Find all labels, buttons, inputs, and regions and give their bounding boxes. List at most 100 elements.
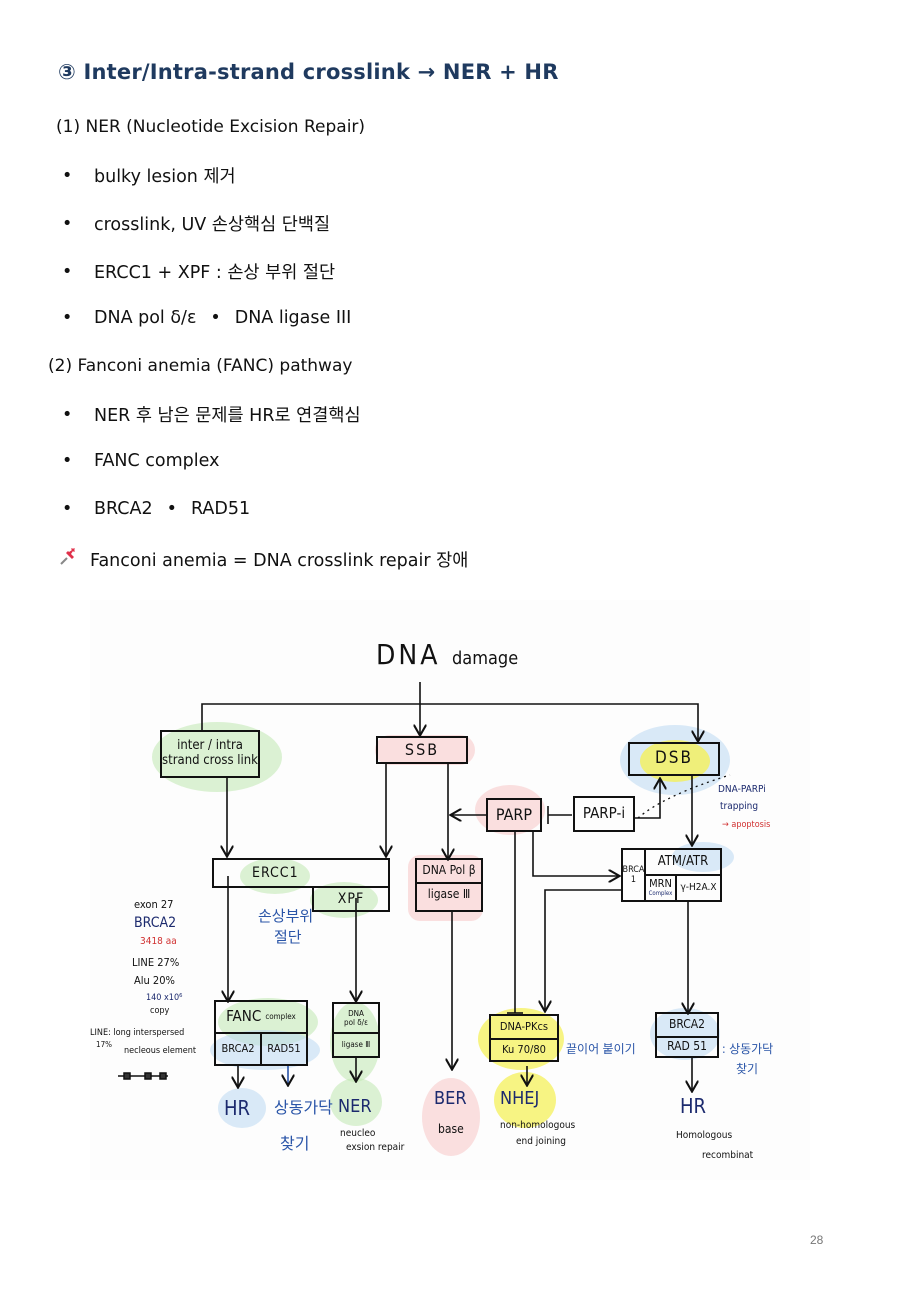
brca1-line1: BRCA xyxy=(622,864,645,875)
note-text: Fanconi anemia = DNA crosslink repair 장애 xyxy=(90,551,469,571)
list-item: • NER 후 남은 문제를 HR로 연결핵심 xyxy=(62,402,361,427)
fanc-header: FANC complex xyxy=(216,1002,306,1034)
outcome-hr-left: HR xyxy=(224,1096,251,1120)
h2ax-box: γ-H2A.X xyxy=(675,874,722,902)
bullet-icon: • xyxy=(62,165,73,186)
list-item-text: ERCC1 + XPF : 손상 부위 절단 xyxy=(94,263,336,283)
homolog-left-note-1: 상동가닥 xyxy=(274,1098,333,1117)
note: Fanconi anemia = DNA crosslink repair 장애 xyxy=(58,547,468,572)
highlight-green xyxy=(330,1002,380,1082)
homolog-left-note-2: 찾기 xyxy=(280,1134,310,1153)
diagram-connectors xyxy=(118,682,731,1180)
atm-atr-box: ATM/ATR xyxy=(644,848,722,876)
list-item: • DNA pol δ/ε • DNA ligase III xyxy=(62,308,351,328)
side-note: copy xyxy=(150,1006,170,1016)
bullet-icon: • xyxy=(62,404,73,425)
ligase3-b-label: ligase Ⅲ xyxy=(341,1040,371,1050)
diagram-title-damage: damage xyxy=(452,648,519,669)
list-item-text: DNA ligase III xyxy=(234,308,352,328)
side-note: exon 27 xyxy=(134,898,174,911)
polb-ligase-box: DNA Pol β ligase Ⅲ xyxy=(415,858,483,912)
dnapk-ku-box: DNA-PKcs Ku 70/80 xyxy=(489,1014,559,1062)
mrn-box: MRN Complex xyxy=(644,874,677,902)
homolog-right-note-2: 찾기 xyxy=(736,1062,759,1076)
trapping-note-line1: DNA-PARPi xyxy=(718,784,766,795)
highlight-pink xyxy=(422,1078,480,1156)
fanc-brca2-label: BRCA2 xyxy=(216,1034,262,1064)
fanc-complex-box: FANC complex BRCA2 RAD51 xyxy=(214,1000,308,1066)
highlight-green xyxy=(330,1078,382,1126)
ercc1-label: ERCC1 xyxy=(252,865,299,881)
mrn-label: MRN xyxy=(649,877,672,891)
list-item-text: DNA pol δ/ε xyxy=(94,308,197,328)
side-note: LINE 27% xyxy=(132,956,180,969)
dna-repair-diagram: DNA damage inter / intra strand cross li… xyxy=(90,600,810,1180)
trapping-note-line3: → apoptosis xyxy=(722,820,771,830)
list-item-text: NER 후 남은 문제를 HR로 연결핵심 xyxy=(94,406,361,426)
list-item: • BRCA2 • RAD51 xyxy=(62,499,250,519)
bullet-icon: • xyxy=(62,451,73,471)
trapping-note-line2: trapping xyxy=(720,801,759,812)
brca1-box: BRCA 1 xyxy=(621,848,646,902)
highlight-green xyxy=(240,858,310,894)
side-note: BRCA2 xyxy=(134,915,177,931)
highlight-blue xyxy=(210,1030,320,1070)
dsb-box: DSB xyxy=(628,742,720,776)
rad51-right-label: RAD 51 xyxy=(667,1039,707,1054)
side-note: 3418 aa xyxy=(140,936,177,947)
page-number: 28 xyxy=(810,1233,824,1247)
list-item-text: bulky lesion 제거 xyxy=(94,167,236,187)
dnapk-label: DNA-PKcs xyxy=(491,1016,557,1040)
highlight-blue xyxy=(672,842,734,872)
line-note: necleous element xyxy=(124,1046,197,1056)
list-item-text: FANC complex xyxy=(94,451,220,471)
highlight-green xyxy=(152,722,282,792)
section1-title: (1) NER (Nucleotide Excision Repair) xyxy=(56,117,366,137)
fanc-row: BRCA2 RAD51 xyxy=(216,1034,306,1064)
list-item: • FANC complex xyxy=(62,451,219,471)
diagram-title-dna: DNA xyxy=(376,638,441,671)
cut-note-line1: 손상부위 xyxy=(258,907,314,925)
side-note: 140 x10⁶ xyxy=(146,993,183,1003)
list-item-text: crosslink, UV 손상핵심 단백질 xyxy=(94,215,331,235)
bullet-icon: • xyxy=(62,499,73,519)
pol-de-cell: DNA pol δ/ε xyxy=(334,1004,378,1034)
fanc-sub-label: complex xyxy=(265,1012,296,1022)
crosslink-line2: strand cross link xyxy=(162,753,258,768)
brca1-line2: 1 xyxy=(630,875,637,885)
highlight-pink xyxy=(375,735,475,765)
hr-desc-2: recombinat xyxy=(702,1150,754,1161)
list-item-text: BRCA2 xyxy=(94,499,153,519)
xpf-box: XPF xyxy=(312,886,390,912)
bullet-icon: • xyxy=(62,261,73,282)
line-note: 17% xyxy=(96,1040,112,1049)
nhej-desc-1: non-homologous xyxy=(500,1120,576,1131)
section-heading: ③ Inter/Intra-strand crosslink → NER + H… xyxy=(58,60,559,84)
list-item-text: RAD51 xyxy=(190,499,251,519)
ner-desc-1: neucleo xyxy=(340,1128,376,1139)
list-item: • ERCC1 + XPF : 손상 부위 절단 xyxy=(62,259,335,284)
side-note: Alu 20% xyxy=(134,974,175,987)
pol-de-line2: pol δ/ε xyxy=(344,1018,368,1027)
highlight-green xyxy=(310,882,378,918)
ssb-box: SSB xyxy=(376,736,468,764)
fanc-label: FANC xyxy=(226,1007,262,1026)
highlight-blue xyxy=(218,1088,266,1128)
homolog-right-note-1: : 상동가닥 xyxy=(722,1042,774,1056)
pol-de-line1: DNA xyxy=(348,1008,364,1018)
section2-title: (2) Fanconi anemia (FANC) pathway xyxy=(48,356,353,376)
nhej-desc-2: end joining xyxy=(516,1136,566,1147)
bullet-icon: • xyxy=(210,308,221,328)
line-note: LINE: long interspersed xyxy=(90,1028,185,1038)
bullet-icon: • xyxy=(62,213,73,234)
ercc1-box: ERCC1 xyxy=(212,858,390,888)
pol-de-ligase-box: DNA pol δ/ε ligase Ⅲ xyxy=(332,1002,380,1058)
parp-box: PARP xyxy=(486,798,542,832)
brca2-rad51-box: BRCA2 RAD 51 xyxy=(655,1012,719,1058)
fanc-rad51-label: RAD51 xyxy=(267,1041,301,1055)
brca2-right-label: BRCA2 xyxy=(657,1014,717,1038)
highlight-blue xyxy=(650,1008,720,1060)
join-note: 끝이어 붙이기 xyxy=(566,1042,636,1056)
crosslink-line1: inter / intra xyxy=(177,738,243,754)
mrn-sub-label: Complex xyxy=(648,889,673,897)
